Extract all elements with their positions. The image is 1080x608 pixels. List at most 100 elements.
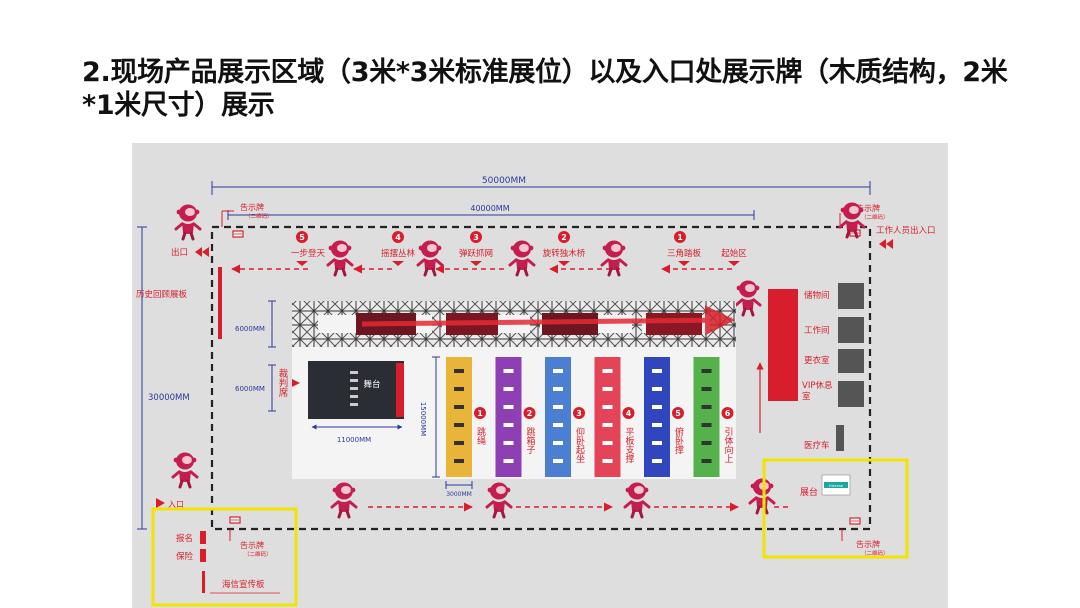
room-label: 工作间: [804, 325, 830, 336]
room-block: [838, 317, 864, 343]
mascot-icon: [623, 481, 651, 519]
entrance-marker: 入口: [156, 498, 184, 509]
room-label: 储物间: [804, 290, 830, 301]
obstacle-label: 旋转独木桥: [543, 248, 586, 259]
dimension-stage-depth: 15000MM: [419, 356, 440, 478]
lane-station-marker: [602, 369, 613, 373]
dimension-stage-width: 11000MM: [311, 424, 403, 444]
notice-board-sub: （二维码）: [245, 212, 273, 220]
lane-station-marker: [652, 459, 662, 463]
lane-label: 跳绳: [475, 426, 486, 445]
lane-station-marker: [701, 423, 712, 427]
hisense-board: [202, 571, 205, 593]
lane-station-marker: [454, 405, 464, 409]
dim-lane-width-label: 3000MM: [446, 491, 472, 498]
obstacle-4: 4 摇摆丛林: [381, 231, 416, 266]
slide-title: 2.现场产品展示区域（3米*3米标准展位）以及入口处展示牌（木质结构，2米*1米…: [82, 57, 1008, 121]
room-work: 工作间: [804, 317, 864, 343]
notice-board-icon: [232, 230, 244, 238]
notice-board-sub: （二维码）: [861, 213, 889, 221]
floor-plan: 50000MM 40000MM 30000MM 出口 入口 工作人员出入口 告示…: [132, 143, 948, 608]
dim-truss-height-label: 6000MM: [235, 325, 265, 333]
down-arrow-icon: [728, 261, 740, 266]
lane-strip: [693, 357, 720, 477]
insurance-label: 保险: [176, 551, 194, 562]
lane-station-marker: [602, 423, 613, 427]
obstacle-1: 1 三角踏板: [667, 231, 702, 266]
dimension-total-height: 30000MM: [137, 226, 190, 530]
mascot-icon: [171, 451, 199, 489]
mascot-icon: [330, 481, 358, 519]
mascot-icon: [734, 279, 762, 317]
lane-number: 6: [725, 409, 731, 418]
brand-logo: [824, 482, 848, 488]
lane-station-marker: [652, 423, 662, 427]
mascot-icon: [416, 239, 444, 277]
venue-boundary: [210, 225, 872, 531]
mascot-icon: [174, 203, 202, 241]
staff-entrance-label: 工作人员出入口: [876, 225, 936, 236]
lane-station-marker: [701, 459, 712, 463]
lane-number-badge: [721, 407, 734, 419]
lane-number: 5: [675, 409, 681, 418]
room-label: 医疗车: [804, 440, 830, 451]
dim-total-width-label: 50000MM: [482, 176, 526, 186]
lane-station-marker: [503, 459, 514, 463]
stage: 舞台: [308, 361, 404, 419]
registration-label: 报名: [176, 533, 193, 544]
right-arrow-icon: [292, 379, 300, 387]
history-board: [218, 267, 222, 339]
lane-strip: [446, 357, 472, 477]
dim-total-height-label: 30000MM: [148, 393, 190, 403]
lane-number-badge: [672, 407, 684, 419]
lane-strip: [644, 357, 670, 477]
notice-board-top-left: 告示牌 （二维码）: [221, 202, 273, 238]
obstacle-label: 三角踏板: [667, 248, 702, 259]
lane-station-marker: [701, 441, 712, 445]
lane-station-marker: [652, 441, 662, 445]
notice-board-icon: [229, 516, 241, 524]
lane-number: 4: [626, 409, 632, 418]
lane-station-marker: [553, 459, 563, 463]
lane-station-marker: [454, 441, 464, 445]
history-board-label: 历史回顾展板: [136, 289, 188, 300]
entrance-arrow-icon: [156, 498, 165, 508]
obstacle-5: 5 一步登天: [291, 231, 325, 266]
brand-logo-text: Hisense: [829, 484, 844, 488]
lane-number-badge: [573, 407, 585, 419]
lane-station-marker: [454, 423, 464, 427]
dimension-total-width: 50000MM: [211, 176, 871, 195]
mascot-icon: [508, 239, 536, 277]
staff-entrance-marker: 工作人员出入口: [876, 225, 936, 249]
down-arrow-icon: [296, 261, 308, 266]
lane-station-marker: [602, 387, 613, 391]
notice-board-sub: （二维码）: [861, 549, 889, 557]
obstacle-label: 摇摆丛林: [381, 248, 416, 259]
notice-board-bottom-right: 告示牌 （二维码）: [841, 517, 889, 557]
lane-station-marker: [553, 423, 563, 427]
insurance-desk: [200, 549, 206, 562]
lane-label: 仰卧起坐: [574, 426, 585, 463]
exhibition-booth: 展台 Hisense: [800, 474, 851, 498]
notice-board-label: 告示牌: [240, 202, 264, 212]
down-arrow-icon: [558, 261, 570, 266]
lane-station-marker: [652, 387, 662, 391]
down-arrow-icon: [678, 261, 690, 266]
lane-station-marker: [454, 387, 464, 391]
lane-label: 俯卧撑: [673, 426, 684, 454]
notice-board-label: 告示牌: [856, 539, 880, 549]
fitness-lane-1: 1 跳绳: [446, 357, 486, 477]
right-wall-banner: [756, 289, 798, 433]
lane-station-marker: [503, 405, 514, 409]
dim-stage-width-label: 11000MM: [337, 436, 371, 444]
dim-stage-depth-label: 15000MM: [419, 402, 427, 436]
obstacle-number: 2: [561, 233, 567, 242]
lane-station-marker: [553, 405, 563, 409]
obstacle-module: [646, 313, 702, 335]
lane-number: 1: [477, 409, 483, 418]
